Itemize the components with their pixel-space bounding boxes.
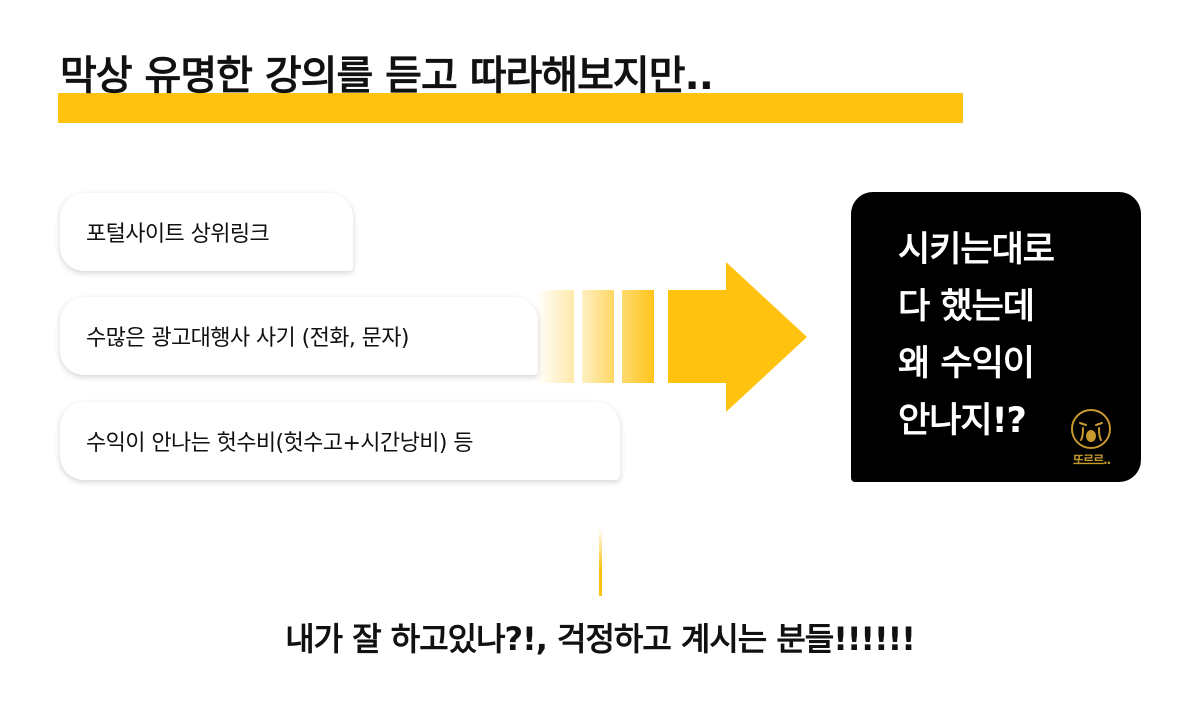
bubble-text: 시키는대로 다 했는데 왜 수익이 안나지!? — [898, 222, 1055, 450]
headline-highlight-bar — [58, 93, 963, 123]
mascot: 또르르.. — [1069, 407, 1119, 467]
pain-point-label: 수많은 광고대행사 사기 (전화, 문자) — [86, 326, 410, 351]
bubble-line: 안나지!? — [898, 401, 1027, 441]
pain-point-pill: 수많은 광고대행사 사기 (전화, 문자) — [60, 297, 538, 375]
mascot-caption: 또르르.. — [1073, 453, 1111, 467]
question-bubble: 시키는대로 다 했는데 왜 수익이 안나지!? 또르르.. — [851, 192, 1141, 482]
pain-point-label: 수익이 안나는 헛수비(헛수고+시간낭비) 등 — [86, 431, 473, 456]
pain-point-label: 포털사이트 상위링크 — [86, 222, 270, 247]
headline: 막상 유명한 강의를 듣고 따라해보지만.. — [60, 53, 714, 99]
bubble-line: 시키는대로 — [898, 230, 1055, 270]
pain-point-pill: 포털사이트 상위링크 — [60, 193, 353, 271]
crying-face-icon — [1071, 409, 1111, 449]
connector-line — [599, 528, 602, 596]
bubble-line: 왜 수익이 — [898, 344, 1035, 384]
arrow-right-icon — [536, 262, 807, 412]
bottom-statement: 내가 잘 하고있나?!, 걱정하고 계시는 분들!!!!!! — [285, 620, 916, 658]
pain-point-pill: 수익이 안나는 헛수비(헛수고+시간낭비) 등 — [60, 402, 620, 480]
bubble-line: 다 했는데 — [898, 287, 1035, 327]
